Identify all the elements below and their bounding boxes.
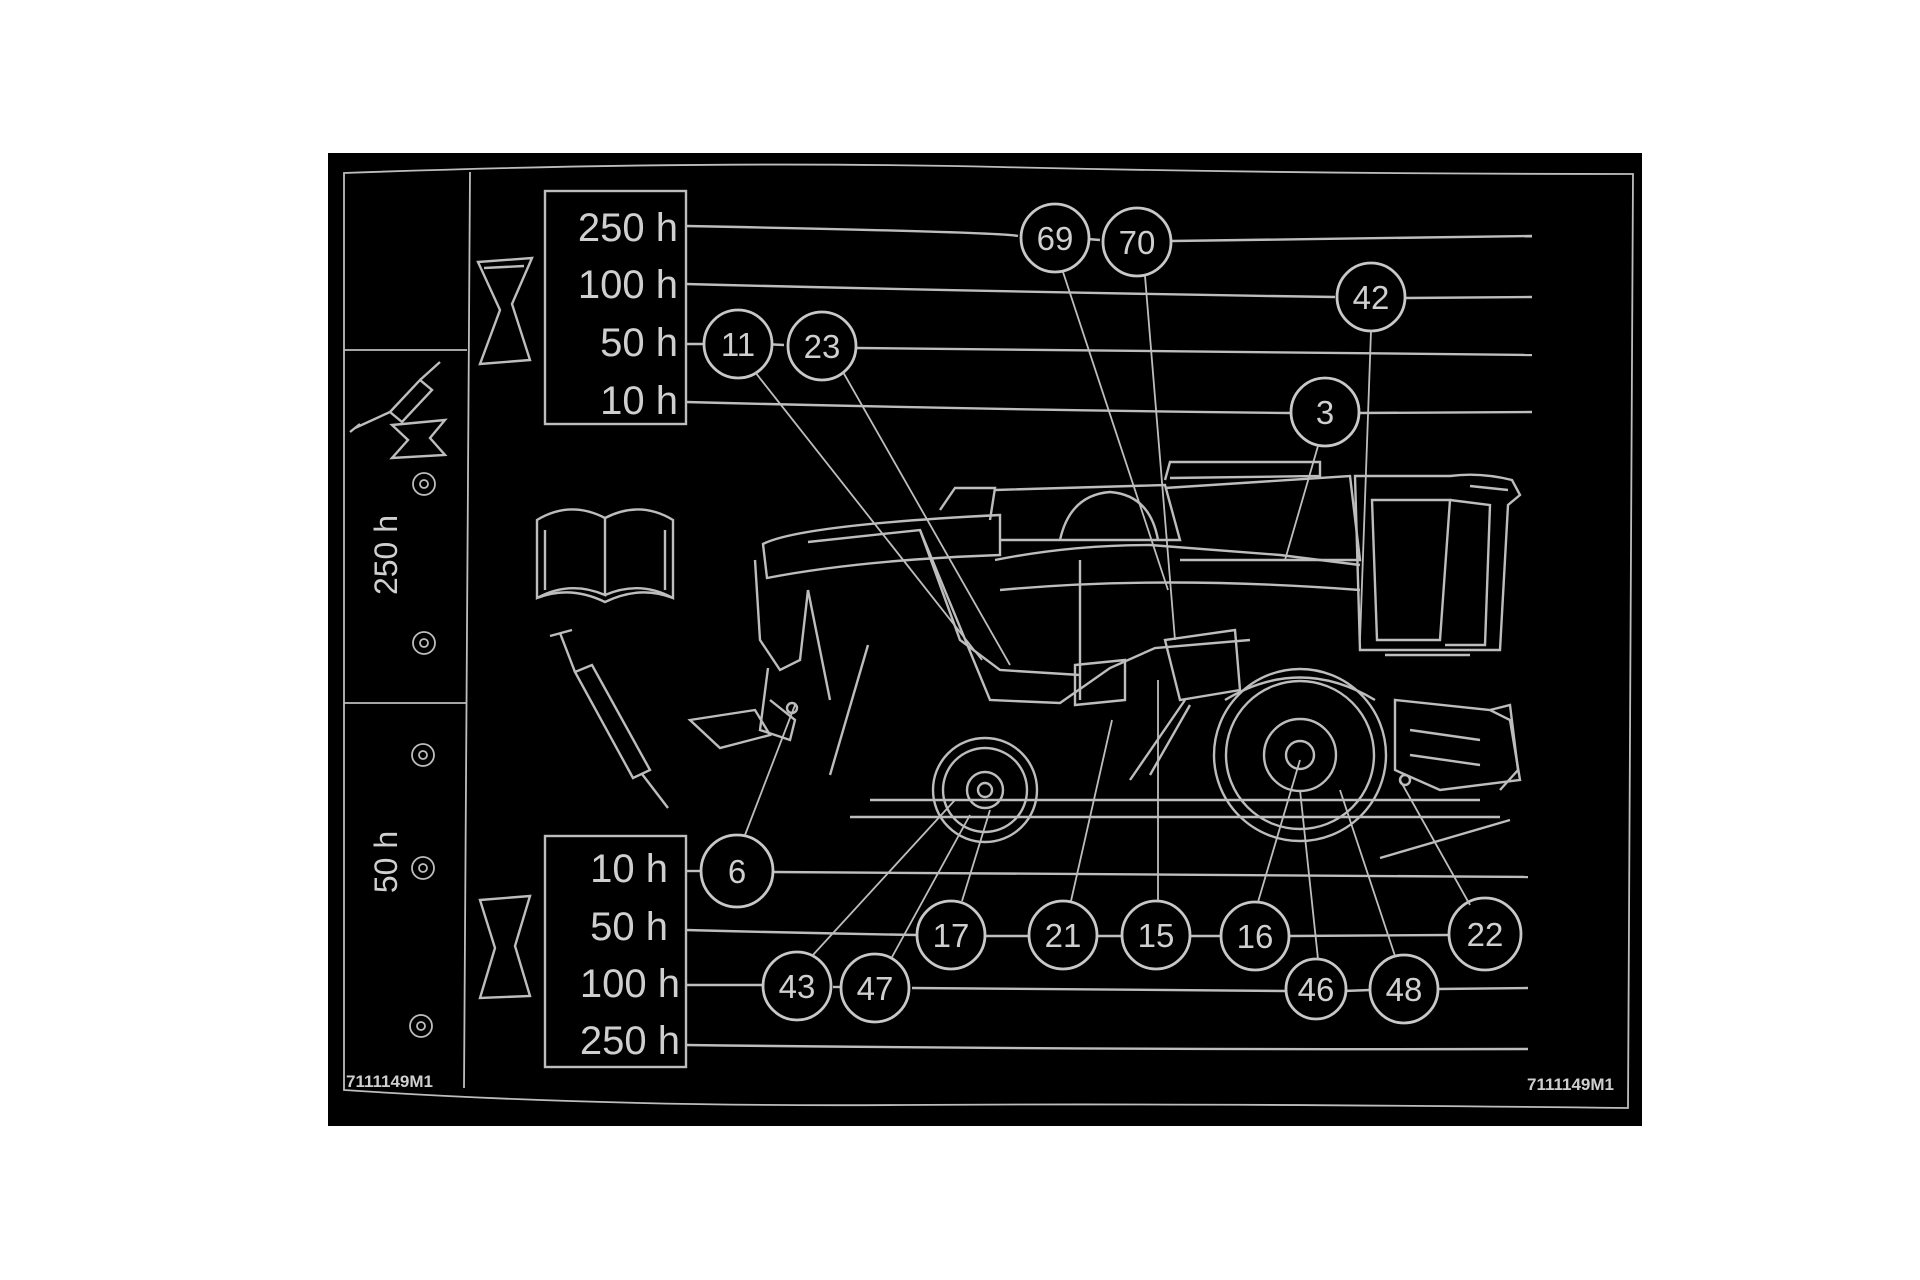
book-icon [535,508,675,604]
bottom-interval-250: 250 h [580,1019,680,1063]
part-number-right: 7111149M1 [1527,1075,1614,1094]
lubrication-point-icons [409,472,436,1038]
callout-69-label: 69 [1037,220,1074,257]
callout-11: 11 [702,308,774,380]
bottom-interval-block: 10 h 50 h 100 h 250 h [543,834,688,1069]
callout-11-label: 11 [721,326,755,363]
lubrication-point-icon [409,1014,433,1038]
callout-3: 3 [1289,376,1361,448]
callout-16: 16 [1219,900,1291,972]
side-interval-lower: 50 h [368,831,404,893]
combine-harvester-drawing [687,460,1522,860]
bottom-interval-50: 50 h [590,905,668,949]
callout-23-label: 23 [804,328,841,365]
callout-23: 23 [786,310,858,382]
hourglass-icon [478,894,532,1000]
grease-gun-icon [549,628,669,809]
lubrication-point-icon [411,856,435,880]
callout-21-label: 21 [1045,917,1082,954]
callout-70-label: 70 [1119,224,1156,261]
top-interval-250: 250 h [578,206,678,250]
top-interval-block: 250 h 100 h 50 h 10 h [543,189,688,426]
grease-gun-icon [349,361,441,433]
callouts: 69 70 42 11 23 3 6 17 21 15 16 22 43 47 … [699,202,1523,1025]
callout-17-label: 17 [933,917,970,954]
top-interval-10: 10 h [600,379,678,423]
callout-3-label: 3 [1316,394,1334,431]
lubrication-point-icon [412,472,436,496]
callout-22-label: 22 [1467,916,1504,953]
hourglass-icon [389,418,448,460]
side-column-divider [463,171,471,1089]
decal-border [343,163,1634,1109]
callout-46-label: 46 [1298,971,1335,1008]
callout-48: 48 [1368,953,1440,1025]
bottom-interval-100: 100 h [580,962,680,1006]
callout-48-label: 48 [1386,971,1423,1008]
callout-70: 70 [1101,206,1173,278]
top-leader-lines [685,224,1533,415]
callout-42: 42 [1335,261,1407,333]
callout-43-label: 43 [779,968,816,1005]
callout-42-label: 42 [1353,279,1390,316]
top-interval-50: 50 h [600,321,678,365]
side-interval-upper: 250 h [368,515,404,595]
hourglass-icon [476,256,534,366]
callout-21: 21 [1027,899,1099,971]
callout-6: 6 [699,833,775,909]
lubrication-point-icon [412,631,436,655]
top-interval-100: 100 h [578,263,678,307]
callout-47-label: 47 [857,970,894,1007]
callout-47: 47 [839,952,911,1024]
bottom-leader-lines [685,869,1529,1051]
part-number-left: 7111149M1 [346,1072,433,1091]
lubrication-point-icon [411,743,435,767]
callout-43: 43 [761,950,833,1022]
callout-16-label: 16 [1237,918,1274,955]
callout-15: 15 [1120,899,1192,971]
callout-69: 69 [1019,202,1091,274]
callout-6-label: 6 [728,853,746,890]
callout-15-label: 15 [1138,917,1175,954]
callout-22: 22 [1447,896,1523,972]
callout-17: 17 [915,899,987,971]
callout-46: 46 [1284,957,1348,1021]
bottom-interval-10: 10 h [590,847,668,891]
